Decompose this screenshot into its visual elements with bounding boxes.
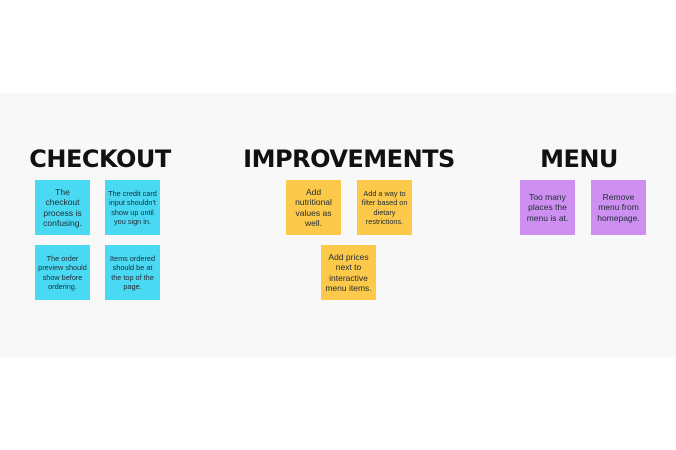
sticky-note-order-preview[interactable]: The order preview should show before ord… <box>35 245 90 300</box>
sticky-note-text: The credit card input shouldn't show up … <box>108 188 157 226</box>
section-title-improvements: IMPROVEMENTS <box>243 145 455 173</box>
sticky-note-items-ordered[interactable]: Items ordered should be at the top of th… <box>105 245 160 300</box>
sticky-note-credit-card-input[interactable]: The credit card input shouldn't show up … <box>105 180 160 235</box>
sticky-note-text: Too many places the menu is at. <box>526 192 569 223</box>
sticky-note-menu-prices[interactable]: Add prices next to interactive menu item… <box>321 245 376 300</box>
sticky-note-text: The checkout process is confusing. <box>43 187 82 228</box>
section-title-checkout: CHECKOUT <box>29 145 171 173</box>
section-title-menu: MENU <box>540 145 618 173</box>
sticky-note-checkout-confusing[interactable]: The checkout process is confusing. <box>35 180 90 235</box>
sticky-note-too-many-places[interactable]: Too many places the menu is at. <box>520 180 575 235</box>
sticky-note-text: Items ordered should be at the top of th… <box>109 253 156 291</box>
sticky-note-text: Add nutritional values as well. <box>295 187 332 228</box>
sticky-note-text: Remove menu from homepage. <box>597 192 640 223</box>
sticky-note-nutritional-values[interactable]: Add nutritional values as well. <box>286 180 341 235</box>
sticky-note-dietary-filter[interactable]: Add a way to filter based on dietary res… <box>357 180 412 235</box>
sticky-note-remove-menu[interactable]: Remove menu from homepage. <box>591 180 646 235</box>
sticky-note-text: Add a way to filter based on dietary res… <box>361 188 408 226</box>
sticky-note-text: Add prices next to interactive menu item… <box>325 252 372 293</box>
sticky-note-text: The order preview should show before ord… <box>38 253 87 291</box>
